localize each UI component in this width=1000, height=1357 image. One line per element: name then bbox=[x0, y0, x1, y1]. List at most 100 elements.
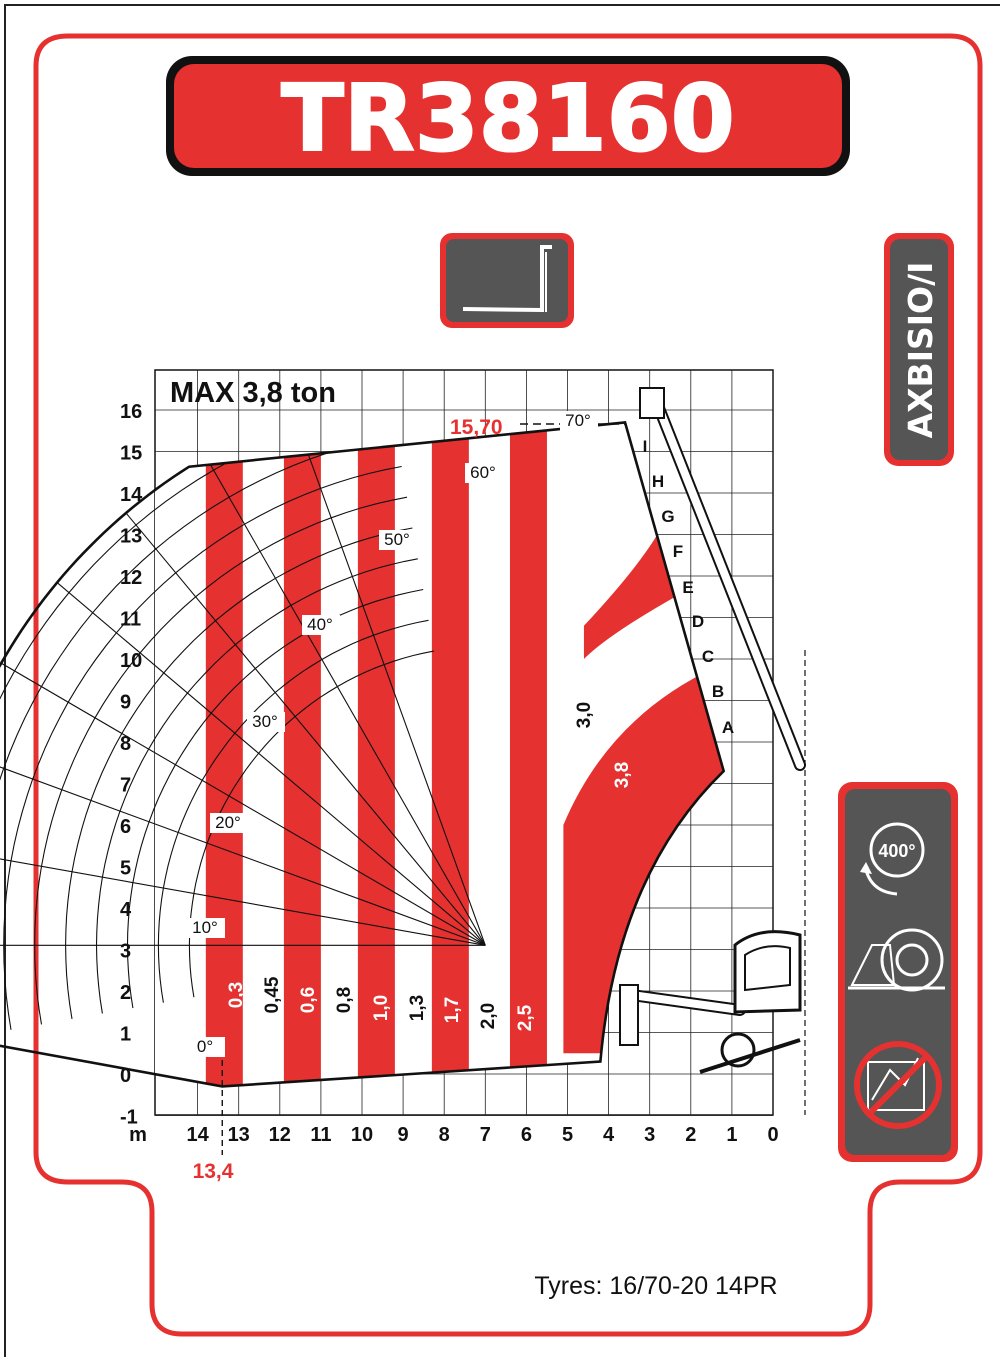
angle-label: 70° bbox=[565, 411, 591, 430]
y-tick-label: 14 bbox=[120, 484, 143, 506]
y-tick-label: 13 bbox=[120, 526, 142, 548]
side-label: AXBISIO/I bbox=[901, 262, 940, 439]
title-banner: TR38160 bbox=[166, 56, 850, 176]
load-value-label: 1,0 bbox=[371, 995, 392, 1021]
extension-letter: G bbox=[661, 507, 674, 526]
envelope-fill bbox=[0, 422, 724, 1087]
x-tick-label: 5 bbox=[562, 1124, 573, 1146]
extension-arc bbox=[65, 527, 413, 1019]
extension-arc bbox=[95, 558, 418, 1014]
y-tick-label: 6 bbox=[120, 816, 131, 838]
angle-label: 60° bbox=[470, 463, 496, 482]
load-value-label: 0,3 bbox=[226, 982, 247, 1008]
angle-label: 40° bbox=[307, 615, 333, 634]
load-value-label: 1,7 bbox=[442, 997, 463, 1023]
load-value-label: 1,3 bbox=[407, 995, 428, 1021]
load-band bbox=[509, 422, 547, 1087]
extension-letter: B bbox=[712, 682, 724, 701]
load-value-label: 3,0 bbox=[574, 702, 595, 728]
y-tick-label: 1 bbox=[120, 1024, 131, 1046]
x-tick-label: 0 bbox=[767, 1124, 778, 1146]
x-tick-label: 13 bbox=[228, 1124, 250, 1146]
boom-retracted-inner bbox=[628, 991, 744, 1014]
no-stabilizers-icon bbox=[854, 1041, 942, 1129]
x-axis-unit: m bbox=[129, 1124, 147, 1146]
angle-label-bg bbox=[379, 530, 417, 550]
y-tick-label: 8 bbox=[120, 733, 131, 755]
angle-label: 50° bbox=[384, 530, 410, 549]
extension-letter: C bbox=[702, 647, 714, 666]
x-tick-label: 14 bbox=[186, 1124, 209, 1146]
tyre-icon bbox=[848, 928, 945, 992]
angle-label-bg bbox=[210, 813, 248, 833]
y-tick-label: 9 bbox=[120, 692, 131, 714]
x-tick-label: 11 bbox=[310, 1124, 331, 1146]
side-label-box: AXBISIO/I bbox=[884, 233, 954, 466]
y-tick-label: 5 bbox=[120, 858, 131, 880]
angle-line bbox=[273, 422, 486, 946]
load-value-label: 3,8 bbox=[612, 762, 633, 788]
angle-label: 10° bbox=[192, 918, 218, 937]
chart-title: MAX 3,8 ton bbox=[170, 377, 336, 409]
max-outreach-label: 13,4 bbox=[193, 1160, 234, 1183]
y-tick-label: 2 bbox=[120, 982, 131, 1004]
forks-icon bbox=[440, 233, 574, 328]
angle-label-bg bbox=[465, 463, 503, 483]
x-tick-label: 8 bbox=[439, 1124, 450, 1146]
page-frame bbox=[4, 4, 1000, 1357]
angle-label-bg bbox=[247, 712, 285, 732]
angle-label-bg bbox=[302, 615, 340, 635]
angle-label: 0° bbox=[197, 1037, 213, 1056]
fork-carriage-raised bbox=[639, 387, 665, 419]
y-tick-label: 7 bbox=[120, 775, 131, 797]
extension-letter: H bbox=[652, 472, 664, 491]
extension-arc bbox=[0, 435, 397, 1036]
angle-line bbox=[88, 468, 486, 946]
y-tick-label: 11 bbox=[120, 609, 141, 631]
x-tick-label: 9 bbox=[398, 1124, 409, 1146]
extension-letter: E bbox=[682, 578, 693, 597]
y-tick-label: 3 bbox=[120, 941, 131, 963]
max-height-label: 15,70 bbox=[450, 416, 503, 439]
angle-line bbox=[0, 633, 486, 946]
extension-letter: I bbox=[643, 437, 648, 456]
y-tick-label: 12 bbox=[120, 567, 142, 589]
x-tick-label: 2 bbox=[685, 1124, 696, 1146]
load-value-label: 0,8 bbox=[334, 987, 355, 1013]
angle-label-bg bbox=[187, 918, 225, 938]
extension-letter: F bbox=[673, 542, 683, 561]
angle-line bbox=[176, 422, 486, 946]
load-value-label: 2,5 bbox=[515, 1004, 536, 1031]
options-panel: 400° bbox=[838, 782, 958, 1162]
cab-window bbox=[744, 945, 791, 992]
x-tick-label: 4 bbox=[603, 1124, 615, 1146]
load-value-label: 2,0 bbox=[478, 1003, 499, 1029]
angle-line bbox=[12, 544, 486, 946]
boom-raised-inner bbox=[651, 394, 804, 769]
extension-arc bbox=[34, 496, 408, 1025]
angle-label-bg bbox=[187, 1037, 225, 1057]
extension-arc bbox=[157, 619, 429, 1003]
rotation-label: 400° bbox=[878, 841, 915, 861]
angle-label-bg bbox=[560, 411, 598, 431]
x-tick-label: 10 bbox=[351, 1124, 373, 1146]
x-tick-label: 6 bbox=[521, 1124, 532, 1146]
load-value-label: 0,45 bbox=[262, 976, 283, 1013]
angle-line bbox=[0, 731, 486, 946]
load-band bbox=[283, 422, 321, 1087]
angle-label: 20° bbox=[215, 813, 241, 832]
telehandler-sketch bbox=[619, 387, 806, 1115]
outer-frame bbox=[33, 33, 983, 1337]
load-band bbox=[205, 422, 243, 1087]
extension-arc bbox=[3, 465, 402, 1030]
x-tick-label: 12 bbox=[269, 1124, 291, 1146]
y-tick-label: -1 bbox=[120, 1107, 138, 1129]
extension-letter: A bbox=[722, 718, 734, 737]
footer-tyres: Tyres: 16/70-20 14PR bbox=[534, 1272, 777, 1300]
load-value-label: 0,6 bbox=[298, 987, 319, 1013]
load-band bbox=[431, 422, 469, 1087]
chassis bbox=[699, 1038, 801, 1074]
envelope-outline bbox=[0, 421, 726, 1088]
angle-line bbox=[0, 836, 486, 946]
